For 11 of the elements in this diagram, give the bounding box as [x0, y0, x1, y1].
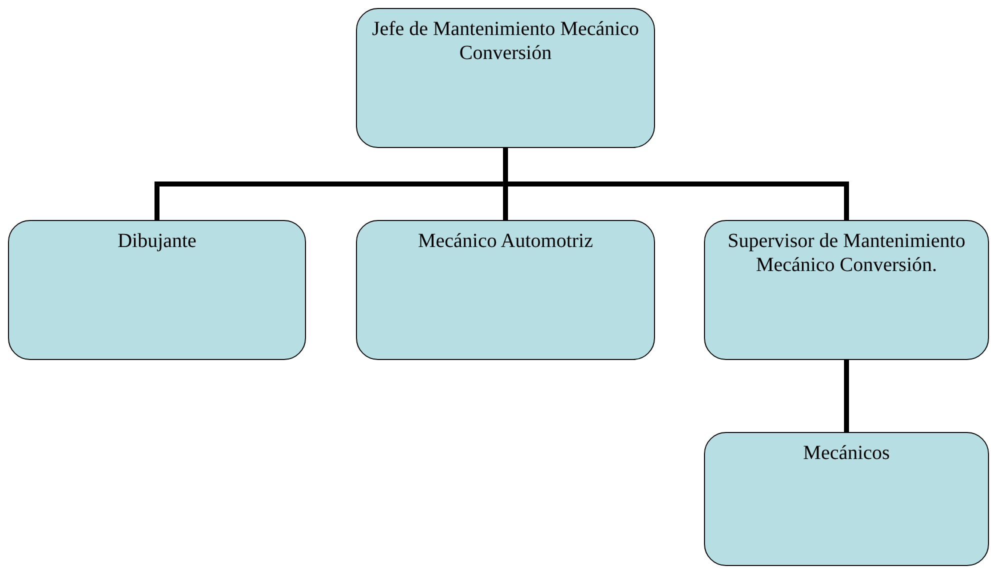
position-title: Jefe de Mantenimiento Mecánico Conversión	[370, 17, 640, 65]
position-box	[356, 220, 655, 360]
position-box	[8, 220, 306, 360]
position-box	[704, 220, 989, 360]
position-title: Dibujante	[118, 229, 196, 253]
position-title: Supervisor de Mantenimiento Mecánico Conversión.	[726, 229, 966, 277]
position-box	[356, 8, 655, 148]
position-title: Mecánico Automotriz	[418, 229, 593, 253]
position-box	[704, 432, 989, 566]
connector-line	[844, 360, 849, 432]
position-title: Mecánicos	[803, 441, 890, 465]
